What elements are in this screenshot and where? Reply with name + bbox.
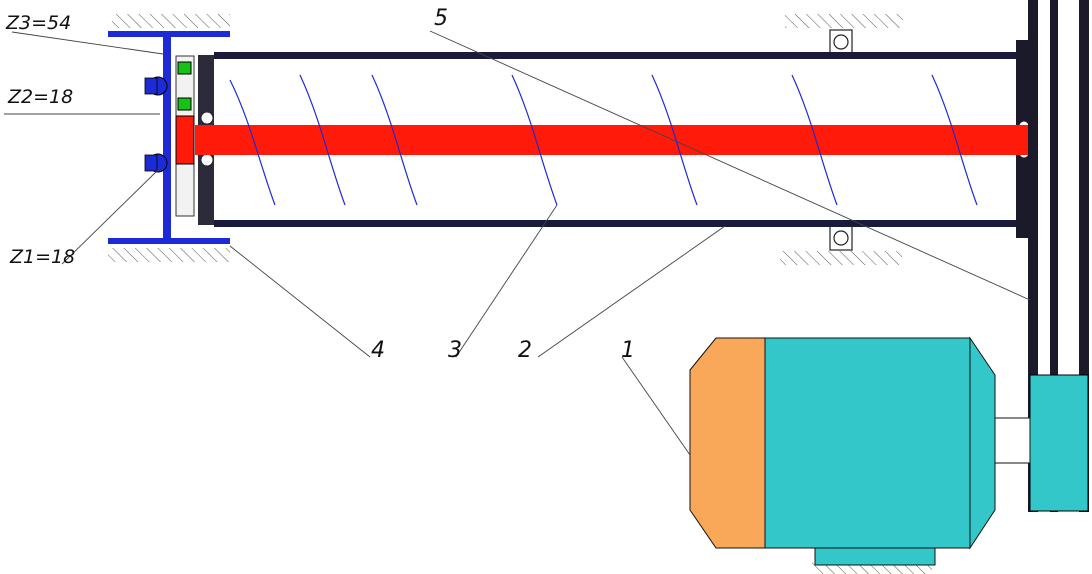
support-bearing-bottom	[829, 225, 853, 251]
electric-motor	[689, 336, 1031, 566]
gear-z3-label: Z3=54	[6, 12, 72, 34]
callout-2: 2	[518, 338, 532, 363]
callout-4: 4	[371, 338, 385, 363]
callout-3: 3	[448, 338, 462, 363]
gear-z2-label: Z2=18	[8, 86, 74, 108]
gearbox-frame	[108, 31, 230, 244]
ground-hatch-icon	[108, 14, 932, 574]
callout-1: 1	[621, 338, 635, 363]
gear-set	[175, 55, 195, 217]
leader-lines	[4, 30, 1031, 456]
pulley-belt	[1028, 0, 1089, 512]
gear-z1-label: Z1=18	[10, 246, 76, 268]
screw-shaft	[195, 74, 1030, 206]
callout-5: 5	[434, 6, 448, 31]
support-bearing-top	[829, 29, 853, 55]
